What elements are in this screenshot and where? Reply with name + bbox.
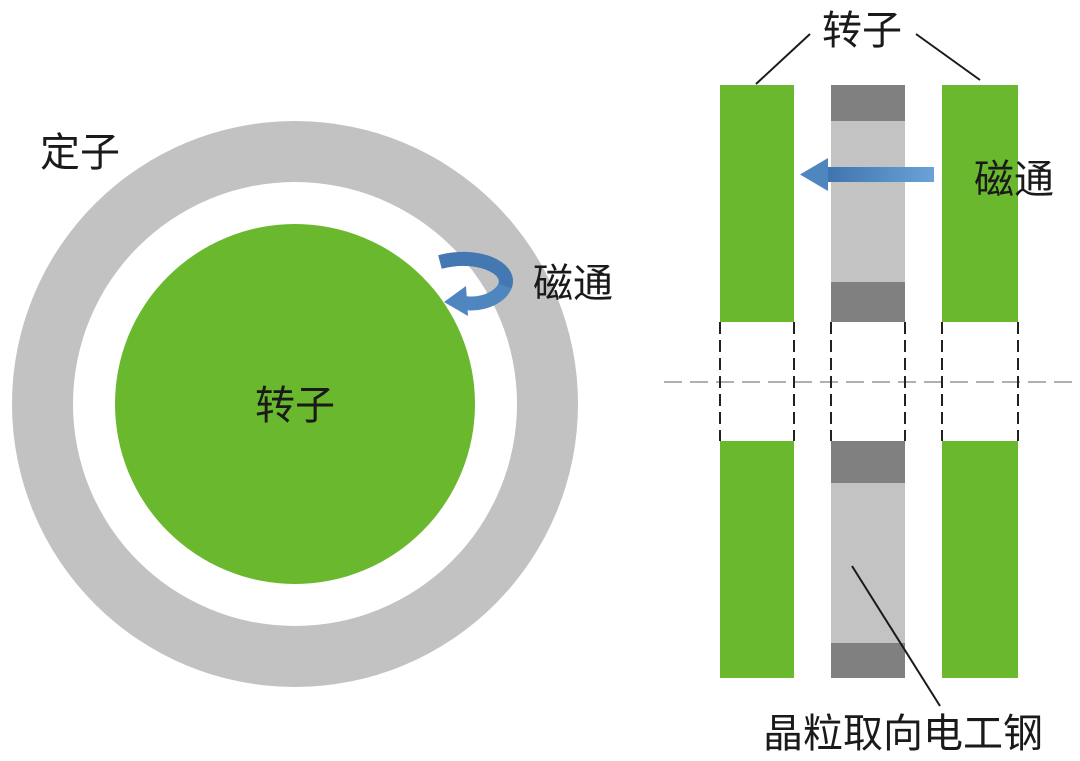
rotor-bar-right [941,85,1019,678]
rotor-leader-line-right [915,33,981,81]
rotor-bar-left [719,85,795,678]
rotor-disc [115,224,475,584]
left-cross-section: 定子 转子 磁通 [12,121,613,687]
right-side-view: 转子 磁通 晶粒取向电工钢 [664,8,1080,757]
steel-label: 晶粒取向电工钢 [763,711,1043,757]
flux-direction-arrow-icon [800,158,934,191]
flux-label: 磁通 [533,261,613,307]
stator-label: 定子 [40,130,120,176]
rotor-label-side: 转子 [822,8,902,54]
flux-rotation-arrow-icon [438,251,513,316]
steel-stator-bar [830,85,906,678]
rotor-leader-line-left [755,33,811,85]
flux-label-side: 磁通 [974,157,1054,203]
rotor-label: 转子 [255,383,335,429]
steel-leader-line [851,565,941,707]
